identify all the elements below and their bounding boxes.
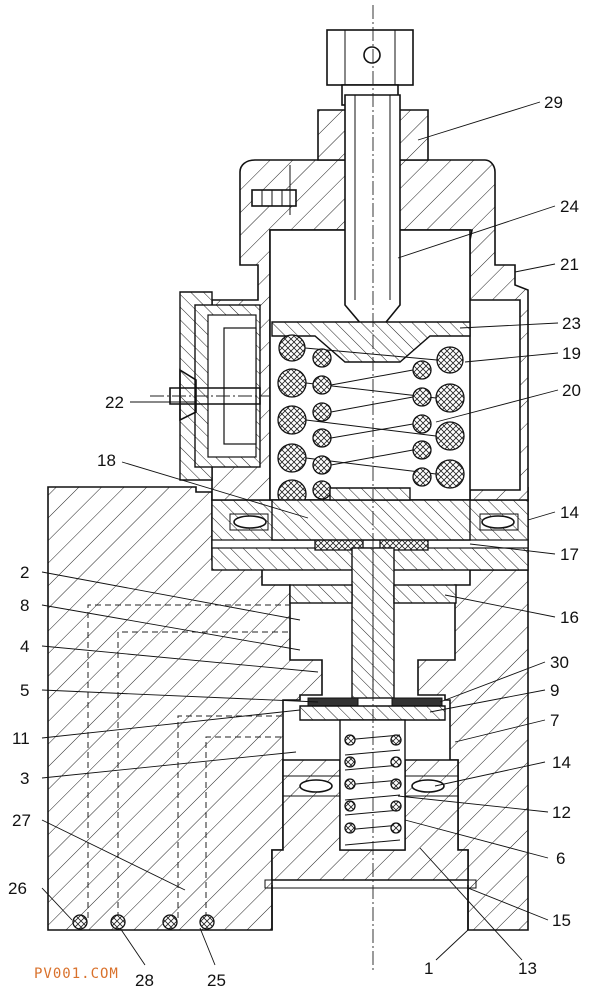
callout-2: 2: [20, 563, 29, 582]
callout-28: 28: [135, 971, 154, 990]
callout-14-upper: 14: [560, 503, 579, 522]
callout-24: 24: [560, 197, 579, 216]
callout-30: 30: [550, 653, 569, 672]
callout-23: 23: [562, 314, 581, 333]
bottom-o-rings: [72, 914, 215, 930]
callout-21: 21: [560, 255, 579, 274]
callout-6: 6: [556, 849, 565, 868]
side-cap: [169, 291, 261, 481]
callout-17: 17: [560, 545, 579, 564]
callout-14-lower: 14: [552, 753, 571, 772]
callout-29: 29: [544, 93, 563, 112]
leader-lines: [41, 101, 559, 966]
center-lines: [150, 5, 374, 970]
callout-16: 16: [560, 608, 579, 627]
callout-25: 25: [207, 971, 226, 990]
watermark: PV001.COM: [34, 966, 119, 982]
callout-3: 3: [20, 769, 29, 788]
callout-12: 12: [552, 803, 571, 822]
callout-19: 19: [562, 344, 581, 363]
valve-core: [271, 705, 469, 881]
callout-1: 1: [424, 959, 433, 978]
adjusting-screw: [317, 29, 429, 340]
callout-13: 13: [518, 959, 537, 978]
callout-8: 8: [20, 596, 29, 615]
lower-spring-plate: [271, 487, 471, 541]
callout-20: 20: [562, 381, 581, 400]
callout-9: 9: [550, 681, 559, 700]
callout-5: 5: [20, 681, 29, 700]
callout-26: 26: [8, 879, 27, 898]
outer-spring: [277, 334, 465, 509]
callout-11: 11: [12, 729, 30, 748]
callout-27: 27: [12, 811, 31, 830]
callout-18: 18: [97, 451, 116, 470]
callout-7: 7: [550, 711, 559, 730]
callout-15: 15: [552, 911, 571, 930]
callout-labels: 29 24 21 23 19 20 22 18 14 17 2 16 8 4 3…: [8, 93, 581, 990]
callout-4: 4: [20, 637, 29, 656]
callout-22: 22: [105, 393, 124, 412]
main-body: [47, 486, 529, 931]
inner-spring: [312, 348, 432, 500]
seal-16: [289, 584, 457, 604]
valve-seat: [307, 697, 443, 707]
